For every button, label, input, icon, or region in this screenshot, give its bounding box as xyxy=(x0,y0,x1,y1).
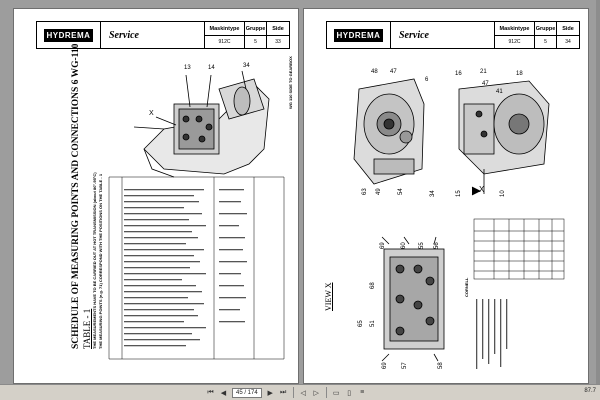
single-page-icon[interactable]: ▭ xyxy=(332,389,340,397)
callout-60: 60 xyxy=(401,242,407,249)
bottom-toolbar: ⏮ ◀ 45 / 174 ▶ ⏭ ◁ ▷ ▭ ▯ ≡ 87.7 xyxy=(0,384,600,400)
callout-x: X xyxy=(479,185,485,194)
vertical-scrollbar[interactable] xyxy=(596,0,600,384)
machine-type-heading: Maskintype xyxy=(205,22,244,36)
service-label: Service xyxy=(101,22,205,48)
gearbox-drawing-right xyxy=(353,78,565,369)
callout-49: 49 xyxy=(376,188,382,195)
callout-34: 34 xyxy=(430,190,436,197)
group-heading: Gruppe xyxy=(245,22,266,36)
machine-type-value: 912C xyxy=(218,39,231,45)
side-to-gearbox-label: WG 110 SIDE TO GEARBOX xyxy=(288,56,293,109)
pdf-page-34: HYDREMA Service Maskintype 912C Gruppe 5 S… xyxy=(303,8,589,384)
group-value: 5 xyxy=(544,39,547,45)
callout-47: 47 xyxy=(390,69,397,75)
callout-13: 13 xyxy=(184,65,191,71)
callout-63: 63 xyxy=(362,188,368,195)
callout-14: 14 xyxy=(208,65,215,71)
callout-15: 15 xyxy=(456,190,462,197)
toolbar-separator xyxy=(325,387,327,398)
page-number-field[interactable]: 45 / 174 xyxy=(232,387,262,398)
callout-69b: 69 xyxy=(382,362,388,369)
view-x-label: VIEW X xyxy=(324,282,333,311)
callout-54: 54 xyxy=(398,188,404,195)
hydrema-logo: HYDREMA xyxy=(37,22,101,48)
hydrema-logo: HYDREMA xyxy=(327,22,391,48)
callout-6: 6 xyxy=(425,77,429,83)
pdf-viewer-area[interactable]: HYDREMA Service Maskintype 912C Gruppe 5 S… xyxy=(0,0,600,384)
callout-51: 51 xyxy=(370,320,376,327)
forward-icon[interactable]: ▷ xyxy=(313,389,319,397)
side-heading: Side xyxy=(267,22,289,36)
machine-type-value: 912C xyxy=(508,39,521,45)
two-page-icon[interactable]: ▯ xyxy=(347,389,352,397)
schedule-title: SCHEDULE OF MEASURING POINTS AND CONNECT… xyxy=(71,43,81,349)
callout-69: 69 xyxy=(380,242,386,249)
last-page-icon[interactable]: ⏭ xyxy=(280,388,287,396)
callout-18: 18 xyxy=(516,71,523,77)
gearbox-drawing-left xyxy=(108,70,285,360)
callout-21: 21 xyxy=(480,69,487,75)
callout-16: 16 xyxy=(455,71,462,77)
side-value: 34 xyxy=(565,39,571,45)
callout-68: 68 xyxy=(370,282,376,289)
callout-41: 41 xyxy=(496,89,503,95)
table-title: CORNELL xyxy=(464,277,469,297)
toolbar-separator xyxy=(292,387,294,398)
note-hot-transmission: THE MEASUREMENTS HAVE TO BE CARRIED OUT … xyxy=(92,172,97,349)
zoom-level[interactable]: 87.7 xyxy=(584,388,596,394)
callout-57: 57 xyxy=(402,362,408,369)
pdf-page-33: HYDREMA Service Maskintype 912C Gruppe 5 S… xyxy=(13,8,299,384)
callout-47b: 47 xyxy=(482,81,489,87)
first-page-icon[interactable]: ⏮ xyxy=(207,388,214,396)
callout-56: 56 xyxy=(434,242,440,249)
group-heading: Gruppe xyxy=(535,22,556,36)
service-label: Service xyxy=(391,22,495,48)
table-label: TABLE - 1 xyxy=(82,308,92,349)
side-value: 33 xyxy=(275,39,281,45)
page-header: HYDREMA Service Maskintype 912C Gruppe 5 S… xyxy=(36,21,290,49)
note-measuring-points: THE MEASURING POINTS (e.g. 71) CORRESPON… xyxy=(98,173,103,349)
group-value: 5 xyxy=(254,39,257,45)
previous-page-icon[interactable]: ◀ xyxy=(220,389,227,397)
continuous-icon[interactable]: ≡ xyxy=(360,389,365,396)
callout-58: 58 xyxy=(438,362,444,369)
side-heading: Side xyxy=(557,22,579,36)
callout-65: 65 xyxy=(358,320,364,327)
machine-type-heading: Maskintype xyxy=(495,22,534,36)
callout-48: 48 xyxy=(371,69,378,75)
callout-34: 34 xyxy=(243,63,250,69)
next-page-icon[interactable]: ▶ xyxy=(267,389,273,397)
callout-55: 55 xyxy=(419,242,425,249)
callout-x: X xyxy=(149,110,154,117)
page-header: HYDREMA Service Maskintype 912C Gruppe 5 S… xyxy=(326,21,580,49)
callout-10: 10 xyxy=(500,190,506,197)
back-icon[interactable]: ◁ xyxy=(300,389,306,397)
